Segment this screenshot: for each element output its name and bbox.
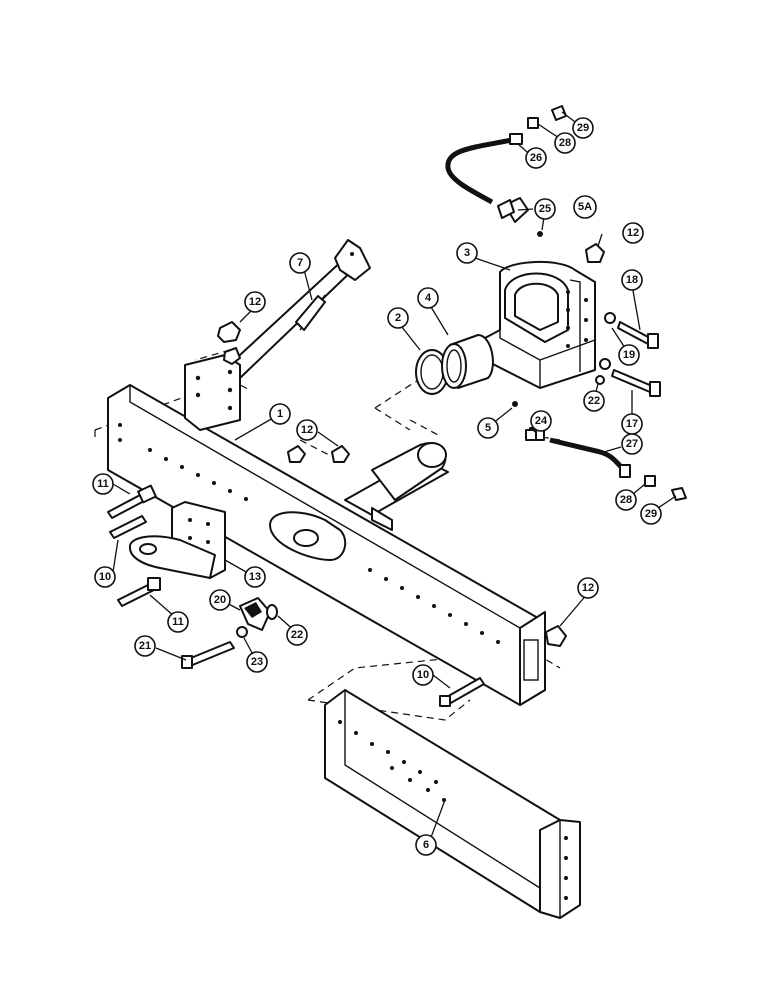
callout-2: 2 [387, 307, 409, 329]
svg-text:26: 26 [530, 152, 542, 164]
svg-text:3: 3 [464, 247, 470, 259]
callout-27: 27 [621, 433, 643, 455]
svg-text:29: 29 [577, 122, 589, 134]
part-1-main-frame [107, 384, 546, 706]
callout-13: 13 [244, 566, 266, 588]
callout-12-housing: 12 [622, 222, 644, 244]
svg-text:18: 18 [626, 274, 638, 286]
callout-1: 1 [269, 403, 291, 425]
svg-text:24: 24 [535, 415, 548, 427]
svg-text:23: 23 [251, 656, 263, 668]
callouts: 1 2 3 4 5 5A 6 7 10 10 11 11 12 12 12 12… [92, 117, 662, 856]
callout-29-top: 29 [572, 117, 594, 139]
svg-text:2: 2 [395, 312, 401, 324]
svg-text:19: 19 [623, 349, 635, 361]
svg-text:20: 20 [214, 594, 226, 606]
callout-10-lower: 10 [412, 664, 434, 686]
svg-text:4: 4 [425, 292, 432, 304]
part-4-bushing [441, 334, 494, 389]
part-7-stabilizer-rod [184, 239, 371, 431]
svg-text:1: 1 [277, 408, 283, 420]
svg-text:27: 27 [626, 438, 638, 450]
callout-21: 21 [134, 635, 156, 657]
svg-text:12: 12 [249, 296, 261, 308]
svg-text:22: 22 [291, 629, 303, 641]
callout-5a: 5A [573, 195, 597, 219]
part-6-extension-bar [324, 689, 581, 919]
callout-19: 19 [618, 344, 640, 366]
callout-17: 17 [621, 413, 643, 435]
callout-6: 6 [415, 834, 437, 856]
part-1-holes [118, 423, 500, 644]
svg-text:6: 6 [423, 839, 429, 851]
callout-26: 26 [525, 147, 547, 169]
callout-12-end: 12 [577, 577, 599, 599]
callout-10-left: 10 [94, 566, 116, 588]
callout-22-right: 22 [583, 390, 605, 412]
callout-18: 18 [621, 269, 643, 291]
svg-text:7: 7 [297, 257, 303, 269]
svg-text:25: 25 [539, 203, 551, 215]
svg-text:12: 12 [301, 424, 313, 436]
callout-20: 20 [209, 589, 231, 611]
svg-text:28: 28 [559, 137, 571, 149]
callout-28-top: 28 [554, 132, 576, 154]
part-3-bearing-housing [484, 261, 596, 389]
callout-11-top: 11 [92, 473, 114, 495]
part-6-holes [338, 720, 568, 900]
svg-text:29: 29 [645, 508, 657, 520]
svg-text:13: 13 [249, 571, 261, 583]
callout-12-rod: 12 [244, 291, 266, 313]
part-26-hose [445, 105, 567, 237]
svg-text:28: 28 [620, 494, 632, 506]
svg-text:22: 22 [588, 395, 600, 407]
svg-text:5: 5 [485, 422, 491, 434]
callout-24: 24 [530, 410, 552, 432]
svg-text:10: 10 [417, 669, 429, 681]
callout-12-frame: 12 [296, 419, 318, 441]
svg-text:12: 12 [582, 582, 594, 594]
callout-23: 23 [246, 651, 268, 673]
svg-text:12: 12 [627, 227, 639, 239]
callout-28-bottom: 28 [615, 489, 637, 511]
callout-25: 25 [534, 198, 556, 220]
svg-text:17: 17 [626, 418, 638, 430]
callout-11-lower: 11 [167, 611, 189, 633]
bolts-and-hardware [107, 199, 661, 707]
callout-5: 5 [477, 417, 499, 439]
svg-text:10: 10 [99, 571, 111, 583]
svg-text:11: 11 [172, 616, 184, 628]
callout-22-left: 22 [286, 624, 308, 646]
pivot-tube [344, 442, 449, 531]
callout-29-bottom: 29 [640, 503, 662, 525]
callout-4: 4 [417, 287, 439, 309]
callout-3: 3 [456, 242, 478, 264]
part-13-hitch-plate [128, 501, 226, 579]
callout-7: 7 [289, 252, 311, 274]
svg-text:11: 11 [97, 478, 109, 490]
svg-text:21: 21 [139, 640, 151, 652]
svg-text:5A: 5A [578, 201, 592, 213]
